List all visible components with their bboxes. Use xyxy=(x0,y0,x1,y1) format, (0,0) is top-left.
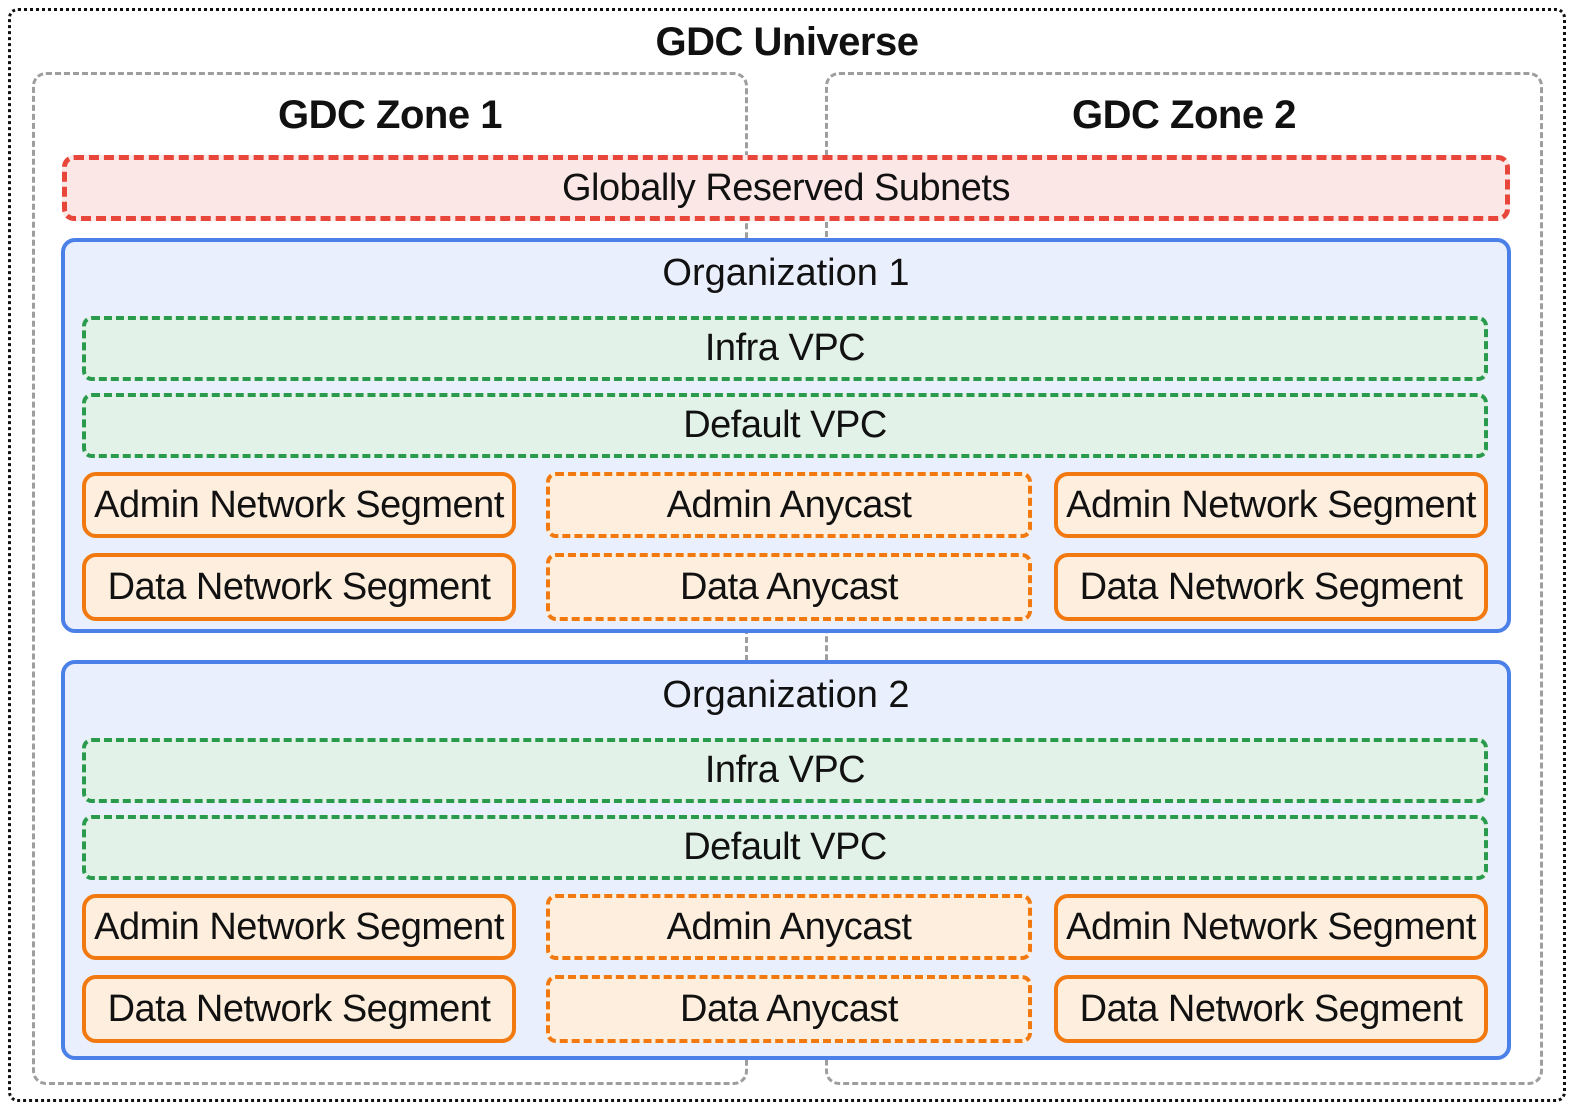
org2-data-anycast: Data Anycast xyxy=(546,975,1032,1043)
org1-infra-vpc-label: Infra VPC xyxy=(704,327,866,369)
universe-title: GDC Universe xyxy=(655,20,919,64)
org1-zone2-data-network-segment-label: Data Network Segment xyxy=(1079,565,1463,608)
org2-infra-vpc-box: Infra VPC xyxy=(82,738,1488,803)
org2-zone1-admin-network-segment-label: Admin Network Segment xyxy=(94,905,504,948)
org2-zone1-data-network-segment: Data Network Segment xyxy=(82,975,516,1043)
organization-1-title: Organization 1 xyxy=(662,252,910,294)
org1-default-vpc-box: Default VPC xyxy=(82,393,1488,458)
zone-1-title: GDC Zone 1 xyxy=(278,93,502,137)
org2-zone1-admin-network-segment: Admin Network Segment xyxy=(82,894,516,960)
org2-zone2-admin-network-segment-label: Admin Network Segment xyxy=(1066,905,1476,948)
org2-default-vpc-label: Default VPC xyxy=(683,826,887,868)
organization-1-box: Organization 1 Infra VPC Default VPC Adm… xyxy=(61,238,1511,633)
org2-zone2-data-network-segment: Data Network Segment xyxy=(1054,975,1488,1043)
org2-data-anycast-label: Data Anycast xyxy=(680,987,898,1030)
globally-reserved-subnets-box: Globally Reserved Subnets xyxy=(62,155,1510,221)
org1-zone2-data-network-segment: Data Network Segment xyxy=(1054,553,1488,621)
org2-admin-anycast: Admin Anycast xyxy=(546,894,1032,960)
org1-zone1-data-network-segment: Data Network Segment xyxy=(82,553,516,621)
org1-infra-vpc-box: Infra VPC xyxy=(82,316,1488,381)
universe-frame xyxy=(8,8,1566,1102)
org1-admin-anycast: Admin Anycast xyxy=(546,472,1032,538)
org1-zone2-admin-network-segment-label: Admin Network Segment xyxy=(1066,483,1476,526)
org1-admin-anycast-label: Admin Anycast xyxy=(666,483,912,526)
org2-zone2-data-network-segment-label: Data Network Segment xyxy=(1079,987,1463,1030)
org2-zone2-admin-network-segment: Admin Network Segment xyxy=(1054,894,1488,960)
org1-zone1-data-network-segment-label: Data Network Segment xyxy=(107,565,491,608)
org2-admin-anycast-label: Admin Anycast xyxy=(666,905,912,948)
organization-2-box: Organization 2 Infra VPC Default VPC Adm… xyxy=(61,660,1511,1060)
org2-default-vpc-box: Default VPC xyxy=(82,815,1488,880)
org1-data-anycast-label: Data Anycast xyxy=(680,565,898,608)
org2-zone1-data-network-segment-label: Data Network Segment xyxy=(107,987,491,1030)
organization-2-title: Organization 2 xyxy=(662,674,910,716)
org2-infra-vpc-label: Infra VPC xyxy=(704,749,866,791)
globally-reserved-subnets-label: Globally Reserved Subnets xyxy=(562,166,1010,209)
org1-zone1-admin-network-segment: Admin Network Segment xyxy=(82,472,516,538)
org1-zone1-admin-network-segment-label: Admin Network Segment xyxy=(94,483,504,526)
org1-data-anycast: Data Anycast xyxy=(546,553,1032,621)
org1-zone2-admin-network-segment: Admin Network Segment xyxy=(1054,472,1488,538)
org1-default-vpc-label: Default VPC xyxy=(683,404,887,446)
zone-2-title: GDC Zone 2 xyxy=(1072,93,1296,137)
